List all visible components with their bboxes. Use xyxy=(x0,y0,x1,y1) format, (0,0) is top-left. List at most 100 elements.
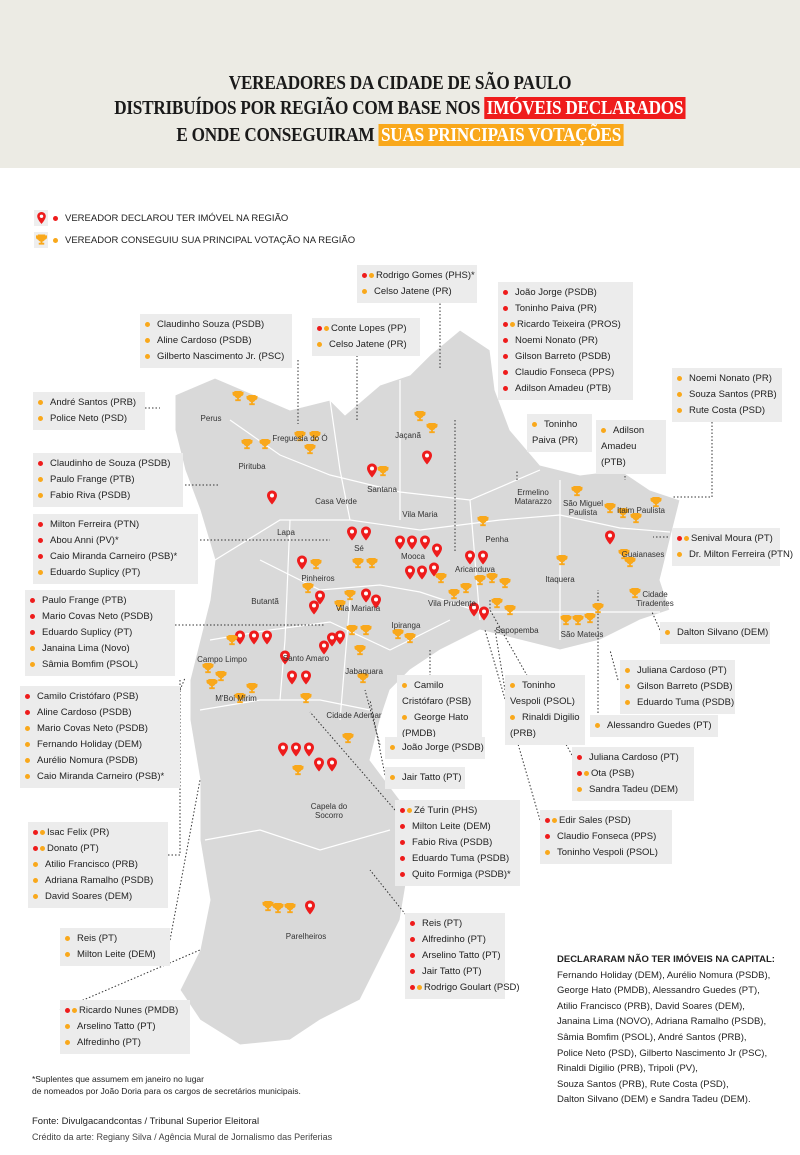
council-member-name: Rodrigo Goulart (PSD) xyxy=(424,982,520,993)
council-member-name: Fabio Riva (PSDB) xyxy=(412,837,493,848)
council-member-name: Claudio Fonseca (PPS) xyxy=(515,367,615,378)
no-property-line: Rinaldi Digilio (PRB), Tripoli (PV), xyxy=(557,1063,698,1075)
council-member-name: Reis (PT) xyxy=(422,918,463,929)
council-member-name: Atilio Francisco (PRB) xyxy=(45,859,138,870)
votes-dot-icon xyxy=(625,667,630,673)
votes-dot-icon xyxy=(33,893,38,899)
region-label: São Miguel Paulista xyxy=(562,499,604,517)
trophy-icon xyxy=(474,573,486,591)
property-dot-icon xyxy=(38,537,43,543)
trophy-icon xyxy=(346,623,358,641)
votes-dot-icon xyxy=(601,427,606,433)
votes-dot-icon xyxy=(677,407,682,413)
trophy-icon xyxy=(232,389,244,407)
marker-dots xyxy=(410,980,424,996)
region-label: Penha xyxy=(485,535,509,544)
council-member: David Soares (DEM) xyxy=(33,889,163,905)
votes-dot-icon xyxy=(677,551,682,557)
marker-dots xyxy=(33,889,45,905)
trophy-icon xyxy=(259,437,271,455)
council-member: Abou Anni (PV)* xyxy=(38,533,193,549)
votes-dot-icon xyxy=(33,861,38,867)
marker-dots xyxy=(390,740,402,756)
region-label: Vila Maria xyxy=(402,510,438,519)
region-label: Aricanduva xyxy=(454,565,496,574)
marker-dots xyxy=(38,395,50,411)
region-label: Pinheiros xyxy=(301,574,335,583)
council-member: André Santos (PRB) xyxy=(38,395,140,411)
property-dot-icon xyxy=(503,385,508,391)
council-box: Zé Turin (PHS)Milton Leite (DEM)Fabio Ri… xyxy=(395,800,520,886)
legend-votes-label: VEREADOR CONSEGUIU SUA PRINCIPAL VOTAÇÃO… xyxy=(65,234,356,246)
property-dot-icon xyxy=(38,553,43,559)
footnote-line-1: *Suplentes que assumem em janeiro no lug… xyxy=(32,1074,204,1084)
council-member-name: Eduardo Suplicy (PT) xyxy=(50,567,141,578)
council-member: Quito Formiga (PSDB)* xyxy=(400,867,515,883)
marker-dots xyxy=(503,381,515,397)
council-member: Paulo Frange (PTB) xyxy=(30,593,170,609)
council-member-name: Adilson Amadeu (PTB) xyxy=(515,383,612,394)
council-member-name: Celso Jatene (PR) xyxy=(329,339,407,350)
council-member: Alessandro Guedes (PT) xyxy=(595,718,713,734)
trophy-icon xyxy=(560,613,572,631)
council-member: Caio Miranda Carneiro (PSB)* xyxy=(38,549,193,565)
council-member-name: Fabio Riva (PSDB) xyxy=(50,490,131,501)
marker-dots xyxy=(595,718,607,734)
council-member: Celso Jatene (PR) xyxy=(317,337,415,353)
votes-dot-icon xyxy=(40,845,45,851)
council-member-name: Dalton Silvano (DEM) xyxy=(677,627,769,638)
marker-dots xyxy=(65,1035,77,1051)
title-highlight-votes: SUAS PRINCIPAIS VOTAÇÕES xyxy=(378,124,624,146)
marker-dots xyxy=(677,387,689,403)
council-member-name: Paulo Frange (PTB) xyxy=(42,595,127,606)
council-member: Fernando Holiday (DEM) xyxy=(25,737,175,753)
council-member-name: Jair Tatto (PT) xyxy=(422,966,482,977)
council-member: Noemi Nonato (PR) xyxy=(677,371,777,387)
pin-icon xyxy=(301,670,311,690)
council-member: Alfredinho (PT) xyxy=(65,1035,185,1051)
pin-icon xyxy=(405,565,415,585)
council-box: Noemi Nonato (PR)Souza Santos (PRB)Rute … xyxy=(672,368,782,422)
marker-dots xyxy=(25,769,37,785)
council-member: Adilson Amadeu (PTB) xyxy=(601,423,661,471)
council-box: Alessandro Guedes (PT) xyxy=(590,715,718,737)
council-member-name: Aline Cardoso (PSDB) xyxy=(157,335,252,346)
property-dot-icon xyxy=(410,968,415,974)
votes-dot-icon xyxy=(65,1039,70,1045)
trophy-icon xyxy=(477,514,489,532)
property-dot-icon xyxy=(503,337,508,343)
marker-dots xyxy=(38,549,50,565)
pin-icon xyxy=(249,630,259,650)
council-member: Noemi Nonato (PR) xyxy=(503,333,628,349)
marker-dots xyxy=(577,782,589,798)
votes-dot-icon xyxy=(38,415,43,421)
council-member-name: Noemi Nonato (PR) xyxy=(515,335,598,346)
council-member-name: Zé Turin (PHS) xyxy=(414,805,478,816)
votes-dot-icon xyxy=(510,714,515,720)
votes-dot-icon xyxy=(684,535,689,541)
pin-icon xyxy=(367,463,377,483)
council-member-name: Isac Felix (PR) xyxy=(47,827,110,838)
marker-dots xyxy=(25,705,37,721)
votes-dot-icon xyxy=(510,682,515,688)
council-member: Camilo Cristófaro (PSB) xyxy=(25,689,175,705)
council-member: Caio Miranda Carneiro (PSB)* xyxy=(25,769,175,785)
council-member-name: Adriana Ramalho (PSDB) xyxy=(45,875,154,886)
council-box: João Jorge (PSDB)Toninho Paiva (PR)Ricar… xyxy=(498,282,633,400)
property-dot-icon xyxy=(25,709,30,715)
votes-dot-icon xyxy=(369,272,374,278)
no-property-heading: DECLARARAM NÃO TER IMÓVEIS NA CAPITAL: xyxy=(557,954,775,965)
council-box: Milton Ferreira (PTN)Abou Anni (PV)*Caio… xyxy=(33,514,198,584)
region-label: Casa Verde xyxy=(315,497,357,506)
votes-dot-icon xyxy=(595,722,600,728)
council-member-name: Quito Formiga (PSDB)* xyxy=(412,869,511,880)
marker-dots xyxy=(400,867,412,883)
council-member: Claudinho de Souza (PSDB) xyxy=(38,456,178,472)
marker-dots xyxy=(665,625,677,641)
property-dot-icon xyxy=(410,952,415,958)
votes-dot-icon xyxy=(390,744,395,750)
council-member: Toninho Vespoli (PSOL) xyxy=(510,678,580,710)
trophy-icon xyxy=(491,596,503,614)
region-label: Ipiranga xyxy=(391,621,421,630)
marker-dots xyxy=(400,851,412,867)
